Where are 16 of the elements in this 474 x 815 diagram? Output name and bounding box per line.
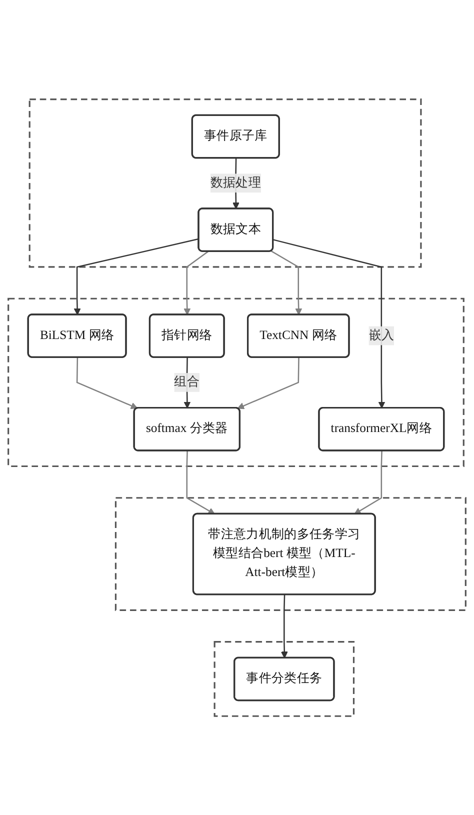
arrow <box>74 238 200 315</box>
edge-label: 数据处理 <box>210 176 261 190</box>
arrow <box>270 250 302 315</box>
arrow <box>354 450 382 514</box>
edge-label: 组合 <box>174 375 200 389</box>
arrow <box>184 250 208 315</box>
arrow <box>280 594 288 658</box>
cluster <box>8 298 464 467</box>
cluster <box>214 640 355 717</box>
edge-label: 嵌入 <box>368 328 394 342</box>
arrow <box>76 357 138 409</box>
cluster <box>114 496 466 611</box>
arrow <box>237 357 300 409</box>
arrow <box>186 450 215 514</box>
arrow <box>273 238 386 408</box>
cluster <box>28 98 422 268</box>
